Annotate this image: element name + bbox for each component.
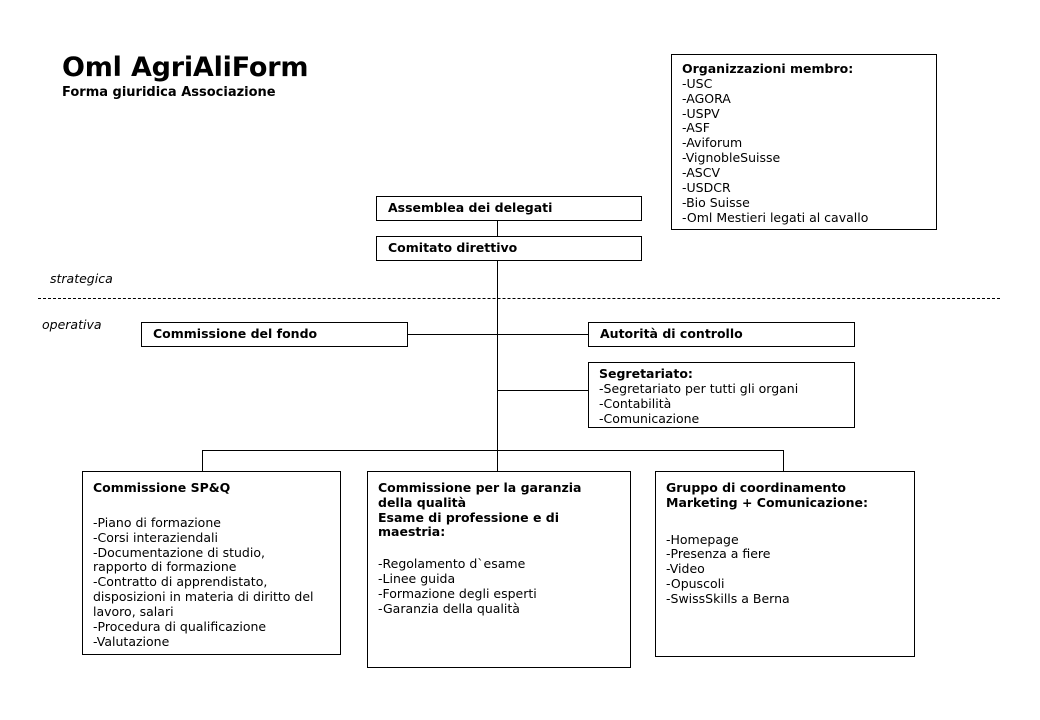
- list-item: -Opuscoli: [666, 576, 725, 592]
- page-title: Oml AgriAliForm: [62, 52, 309, 83]
- connector-fund-control: [408, 334, 588, 336]
- zone-label-strategic: strategica: [50, 271, 113, 286]
- commission-spq-list: -Piano di formazione -Corsi interazienda…: [93, 514, 340, 650]
- connector-assembly-committee: [497, 221, 499, 237]
- list-item: -VignobleSuisse: [682, 150, 781, 166]
- secretariat-list: -Segretariato per tutti gli organi -Cont…: [599, 380, 854, 427]
- list-item: -Homepage: [666, 531, 739, 547]
- list-item: -ASCV: [682, 165, 721, 180]
- coordination-group-heading: Gruppo di coordinamento Marketing + Comu…: [666, 480, 869, 510]
- connector-drop-spq: [202, 450, 204, 471]
- list-item: -Video: [666, 561, 705, 577]
- committee-box: Comitato direttivo: [376, 236, 642, 261]
- secretariat-heading: Segretariato:: [599, 366, 693, 381]
- member-organizations-heading: Organizzazioni membro:: [682, 61, 854, 76]
- list-item: -Procedura di qualificazione: [93, 618, 267, 634]
- list-item: -ASF: [682, 120, 710, 136]
- commission-quality-box: Commissione per la garanzia della qualit…: [367, 471, 631, 668]
- list-item: -Valutazione: [93, 633, 170, 649]
- list-item: -Comunicazione: [599, 410, 700, 426]
- title-block: Oml AgriAliForm Forma giuridica Associaz…: [62, 52, 309, 101]
- connector-drop-quality: [497, 450, 499, 471]
- connector-spine-secretariat: [497, 390, 588, 392]
- fund-commission-box: Commissione del fondo: [141, 322, 408, 347]
- list-item: -Corsi interaziendali: [93, 529, 218, 545]
- commission-quality-list: -Regolamento d`esame -Linee guida -Forma…: [378, 556, 630, 617]
- list-item: -Regolamento d`esame: [378, 556, 526, 571]
- control-authority-label: Autorità di controllo: [600, 326, 743, 342]
- committee-label: Comitato direttivo: [388, 240, 518, 256]
- list-item: -Garanzia della qualità: [378, 600, 520, 616]
- connector-main-spine: [497, 261, 499, 451]
- commission-spq-box: Commissione SP&Q -Piano di formazione -C…: [82, 471, 341, 655]
- commission-spq-heading: Commissione SP&Q: [93, 480, 231, 495]
- coordination-group-list: -Homepage -Presenza a fiere -Video -Opus…: [666, 531, 914, 607]
- list-item: -Presenza a fiere: [666, 546, 771, 562]
- connector-bottom-bus: [202, 450, 784, 452]
- member-organizations-list: -USC -AGORA -USPV -ASF -Aviforum -Vignob…: [682, 75, 936, 226]
- list-item: -Bio Suisse: [682, 194, 750, 210]
- connector-drop-coordination: [783, 450, 785, 471]
- page-subtitle: Forma giuridica Associazione: [62, 85, 276, 101]
- fund-commission-label: Commissione del fondo: [153, 326, 318, 342]
- list-item: -USPV: [682, 105, 720, 121]
- strategic-operational-divider: [38, 298, 1000, 299]
- commission-quality-heading: Commissione per la garanzia della qualit…: [378, 480, 582, 540]
- list-item: -Linee guida: [378, 570, 456, 586]
- list-item: -Oml Mestieri legati al cavallo: [682, 209, 869, 225]
- secretariat-box: Segretariato: -Segretariato per tutti gl…: [588, 362, 855, 428]
- assembly-box: Assemblea dei delegati: [376, 196, 642, 221]
- list-item: -Piano di formazione: [93, 514, 221, 530]
- list-item: -USC: [682, 75, 713, 91]
- assembly-label: Assemblea dei delegati: [388, 200, 553, 216]
- zone-label-operational: operativa: [42, 317, 102, 332]
- coordination-group-box: Gruppo di coordinamento Marketing + Comu…: [655, 471, 915, 657]
- list-item: -USDCR: [682, 179, 731, 195]
- list-item: -AGORA: [682, 90, 731, 106]
- control-authority-box: Autorità di controllo: [588, 322, 855, 347]
- list-item: -Contratto di apprendistato, disposizion…: [93, 574, 314, 619]
- list-item: -Segretariato per tutti gli organi: [599, 380, 799, 396]
- member-organizations-box: Organizzazioni membro: -USC -AGORA -USPV…: [671, 54, 937, 230]
- list-item: -Aviforum: [682, 135, 743, 151]
- list-item: -SwissSkills a Berna: [666, 591, 790, 606]
- list-item: -Contabilità: [599, 395, 672, 411]
- list-item: -Documentazione di studio, rapporto di f…: [93, 544, 265, 575]
- list-item: -Formazione degli esperti: [378, 585, 537, 601]
